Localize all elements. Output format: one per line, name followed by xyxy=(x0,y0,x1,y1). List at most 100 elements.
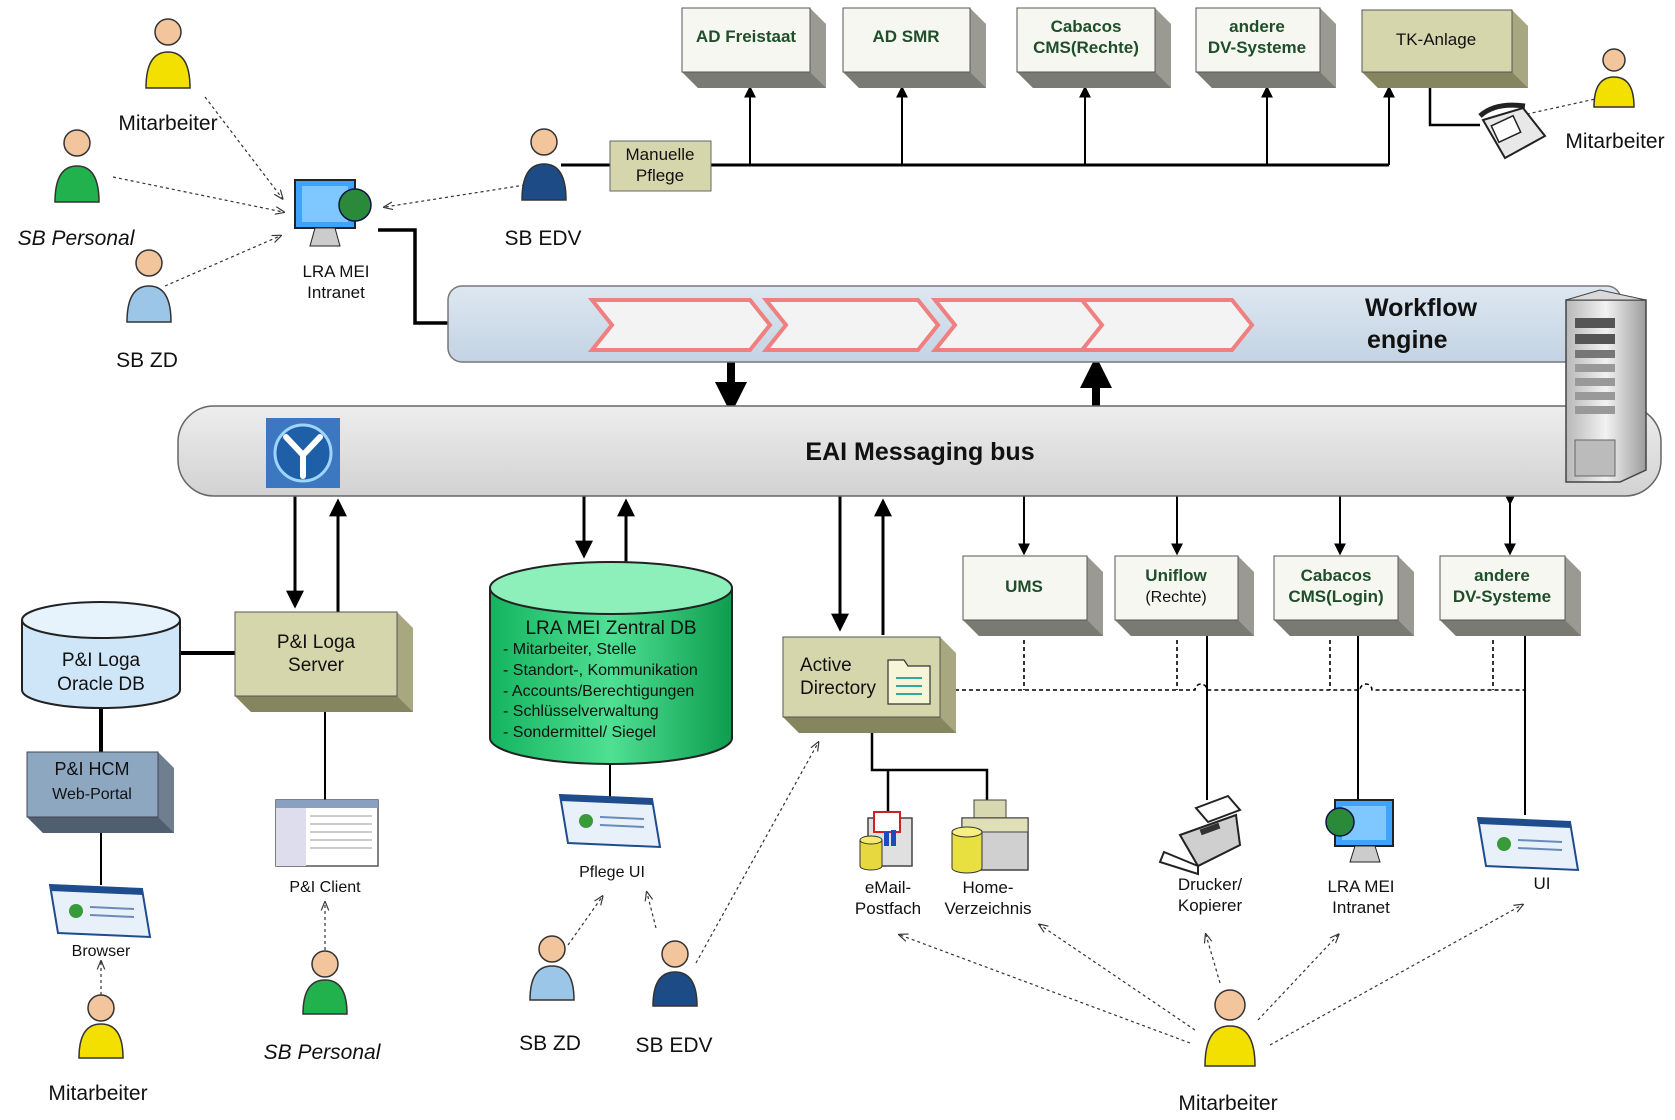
intranet-computer-icon xyxy=(1325,799,1394,863)
system-uniflow: Uniflow (Rechte) xyxy=(1114,555,1254,636)
user-arrows xyxy=(101,96,1601,1046)
home-folder-icon xyxy=(951,799,1029,874)
label-andere-bottom-line1: andere xyxy=(1474,566,1530,585)
label-ums: UMS xyxy=(1005,577,1043,596)
system-andere-dv-bottom: andere DV-Systeme xyxy=(1439,555,1581,636)
label-mitarbeiter-top-right: Mitarbeiter xyxy=(1565,130,1664,153)
connection-lines xyxy=(99,85,1526,885)
loga-db-line1: P&I Loga xyxy=(62,650,141,671)
label-andere-line2: DV-Systeme xyxy=(1208,38,1306,57)
hcm-line1: P&I HCM xyxy=(54,759,129,779)
db-zentral: LRA MEI Zentral DB - Mitarbeiter, Stelle… xyxy=(489,561,733,765)
client-label: P&I Client xyxy=(289,879,361,896)
client-window-icon xyxy=(275,799,379,867)
intranet-bottom-line2: Intranet xyxy=(1332,898,1390,917)
ui-label: UI xyxy=(1534,874,1551,893)
person-sb-zd-bottom-icon xyxy=(529,935,575,1001)
home-line2: Verzeichnis xyxy=(945,899,1032,918)
intranet-top-line2: Intranet xyxy=(307,283,365,302)
system-ums: UMS xyxy=(962,555,1103,636)
telephone-icon xyxy=(1478,102,1547,160)
label-sb-zd-bottom: SB ZD xyxy=(519,1032,581,1055)
system-ad-smr: AD SMR xyxy=(842,7,986,88)
ui-window-icon xyxy=(1476,816,1580,872)
ad-line1: Active xyxy=(800,655,852,676)
zentral-db-item: - Schlüsselverwaltung xyxy=(503,703,659,720)
label-sb-edv-bottom: SB EDV xyxy=(635,1034,712,1057)
drucker-line2: Kopierer xyxy=(1178,896,1243,915)
label-sb-personal-bottom: SB Personal xyxy=(264,1041,382,1064)
system-andere-dv-top: andere DV-Systeme xyxy=(1195,7,1336,88)
person-mitarbeiter-top-right-icon xyxy=(1593,48,1635,108)
label-uniflow-line1: Uniflow xyxy=(1145,566,1207,585)
person-mitarbeiter-bottom-left-icon xyxy=(78,994,124,1059)
loga-server-line1: P&I Loga xyxy=(277,632,356,653)
loga-server-line2: Server xyxy=(288,655,345,676)
home-line1: Home- xyxy=(962,878,1013,897)
label-mitarbeiter-bottom-left: Mitarbeiter xyxy=(48,1082,147,1105)
folder-icon xyxy=(887,659,931,705)
workflow-label-line2: engine xyxy=(1367,326,1448,354)
zentral-db-item: - Sondermittel/ Siegel xyxy=(503,724,656,741)
person-sb-personal-bottom-icon xyxy=(302,950,348,1015)
label-cabacos-login-line2: CMS(Login) xyxy=(1288,587,1383,606)
zentral-db-item: - Standort-, Kommunikation xyxy=(503,662,698,679)
bus-logo-icon xyxy=(266,418,340,488)
email-line1: eMail- xyxy=(865,878,911,897)
label-sb-zd-top: SB ZD xyxy=(116,349,178,372)
system-cabacos-login: Cabacos CMS(Login) xyxy=(1273,555,1414,636)
printer-icon xyxy=(1158,794,1242,876)
person-sb-edv-top-icon xyxy=(521,128,567,201)
server-icon xyxy=(1565,289,1647,483)
person-sb-zd-top-icon xyxy=(126,249,172,323)
box-manuelle-pflege: Manuelle Pflege xyxy=(609,140,712,192)
zentral-db-title: LRA MEI Zentral DB xyxy=(525,618,696,639)
eai-messaging-bus: EAI Messaging bus xyxy=(177,405,1662,497)
system-cabacos-rechte: Cabacos CMS(Rechte) xyxy=(1016,7,1171,88)
person-mitarbeiter-top-left-icon xyxy=(145,18,191,89)
label-tk-anlage: TK-Anlage xyxy=(1396,30,1476,49)
label-cabacos-line2: CMS(Rechte) xyxy=(1033,38,1139,57)
label-andere-line1: andere xyxy=(1229,17,1285,36)
label-mitarbeiter-top-left: Mitarbeiter xyxy=(118,112,217,135)
server-loga: P&I Loga Server xyxy=(234,611,413,712)
person-sb-edv-bottom-icon xyxy=(652,940,698,1007)
workflow-label-line1: Workflow xyxy=(1365,294,1478,322)
hcm-line2: Web-Portal xyxy=(52,786,132,803)
person-sb-personal-top-icon xyxy=(54,129,100,203)
zentral-db-item: - Mitarbeiter, Stelle xyxy=(503,641,636,658)
zentral-db-item: - Accounts/Berechtigungen xyxy=(503,683,694,700)
loga-db-line2: Oracle DB xyxy=(57,674,145,695)
label-ad-smr: AD SMR xyxy=(872,27,939,46)
label-ad-freistaat: AD Freistaat xyxy=(696,27,796,46)
intranet-bottom-line1: LRA MEI xyxy=(1327,877,1394,896)
drucker-line1: Drucker/ xyxy=(1178,875,1243,894)
label-mitarbeiter-bottom-right: Mitarbeiter xyxy=(1178,1092,1277,1115)
label-manuelle-line1: Manuelle xyxy=(626,145,695,164)
label-manuelle-line2: Pflege xyxy=(636,166,684,185)
browser-icon xyxy=(48,883,152,939)
mailbox-icon xyxy=(859,811,913,871)
ad-line2: Directory xyxy=(800,678,877,699)
label-sb-edv-top: SB EDV xyxy=(504,227,581,250)
label-cabacos-login-line1: Cabacos xyxy=(1301,566,1372,585)
label-sb-personal-top: SB Personal xyxy=(18,227,136,250)
label-uniflow-line2: (Rechte) xyxy=(1145,589,1206,606)
system-ad-freistaat: AD Freistaat xyxy=(681,7,826,88)
person-mitarbeiter-bottom-right-icon xyxy=(1204,989,1256,1067)
email-line2: Postfach xyxy=(855,899,921,918)
label-andere-bottom-line2: DV-Systeme xyxy=(1453,587,1551,606)
bus-label: EAI Messaging bus xyxy=(805,438,1034,466)
browser-label: Browser xyxy=(72,943,131,960)
label-cabacos-line1: Cabacos xyxy=(1051,17,1122,36)
portal-hcm: P&I HCM Web-Portal xyxy=(26,751,174,833)
workflow-engine: Workflow engine xyxy=(447,285,1622,363)
intranet-computer-top-icon xyxy=(294,179,372,247)
active-directory: Active Directory xyxy=(782,636,956,733)
pflege-ui-label: Pflege UI xyxy=(579,864,645,881)
intranet-top-line1: LRA MEI xyxy=(302,262,369,281)
db-loga-oracle: P&I Loga Oracle DB xyxy=(21,601,181,709)
system-tk-anlage: TK-Anlage xyxy=(1361,9,1528,88)
pflege-ui-icon xyxy=(558,793,662,849)
